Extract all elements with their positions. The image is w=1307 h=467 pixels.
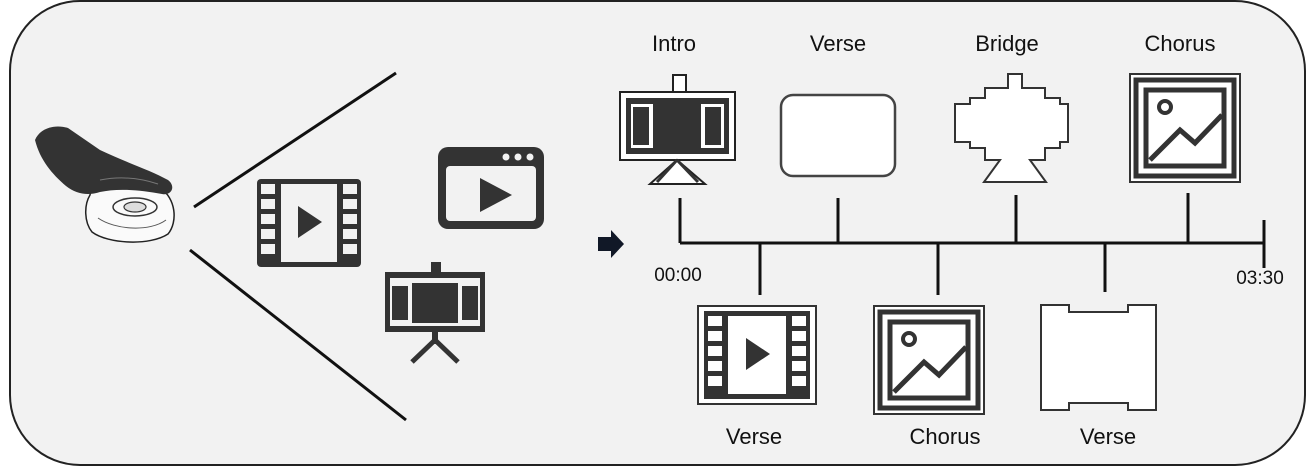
presentation-board-outline-icon xyxy=(954,73,1069,183)
segment-label-verse-top: Verse xyxy=(809,31,867,56)
film-strip-icon xyxy=(697,305,817,405)
segment-label-chorus-top: Chorus xyxy=(1144,31,1216,56)
fan-line-upper xyxy=(193,71,397,209)
hand-on-mouse-icon xyxy=(35,126,175,243)
timeline xyxy=(678,193,1266,295)
timeline-end-label: 03:30 xyxy=(1236,268,1284,289)
film-strip-icon xyxy=(257,179,361,267)
segment-label-intro: Intro xyxy=(651,31,697,56)
segment-label-bridge: Bridge xyxy=(975,31,1039,56)
arrow-icon xyxy=(598,230,624,258)
timeline-start-label: 00:00 xyxy=(654,265,702,286)
segment-label-verse-bottom-2: Verse xyxy=(1079,424,1137,449)
image-frame-icon xyxy=(873,305,985,415)
video-player-icon xyxy=(438,147,544,229)
rounded-rectangle-icon xyxy=(779,93,897,178)
image-frame-icon xyxy=(1129,73,1241,183)
presentation-board-icon xyxy=(385,262,485,364)
film-frame-outline-icon xyxy=(1040,304,1157,411)
segment-label-verse-bottom-1: Verse xyxy=(725,424,783,449)
fan-line-lower xyxy=(189,248,407,422)
presentation-board-icon xyxy=(619,74,736,185)
segment-label-chorus-bottom: Chorus xyxy=(909,424,981,449)
